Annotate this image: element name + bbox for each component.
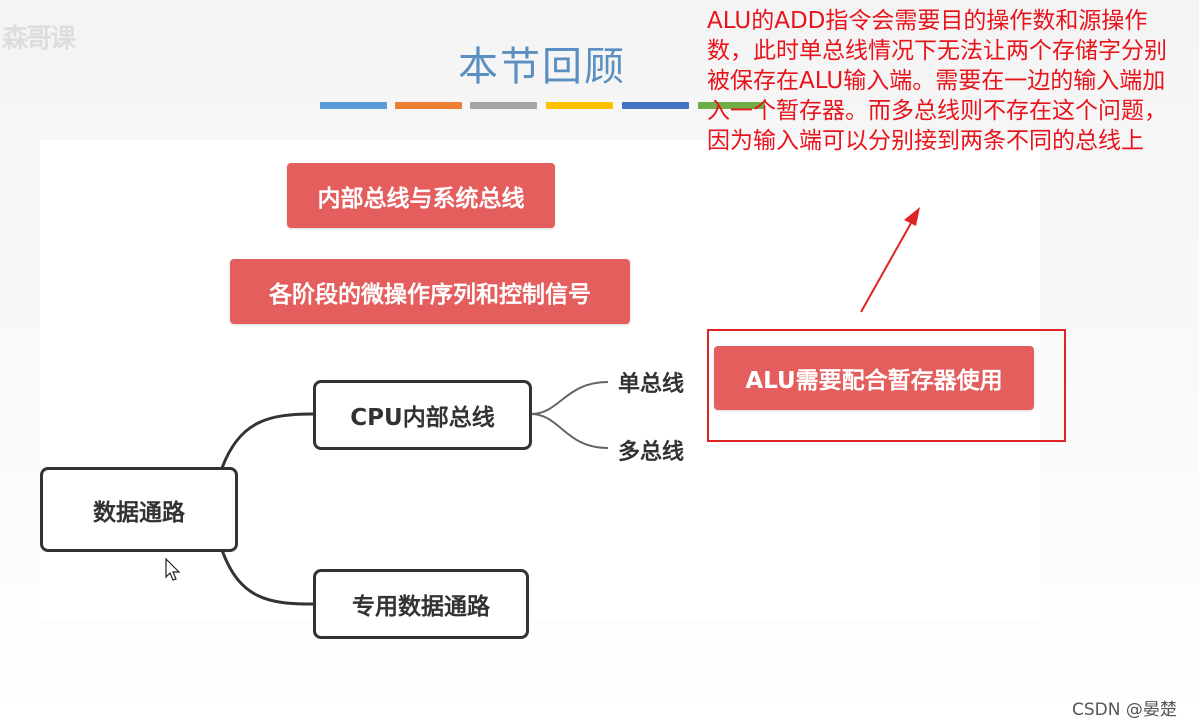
mouse-cursor-icon xyxy=(165,558,181,581)
title-bar-6 xyxy=(698,102,765,109)
annotation-text: ALU的ADD指令会需要目的操作数和源操作数，此时单总线情况下无法让两个存储字分… xyxy=(707,8,1167,154)
highlight-box xyxy=(707,329,1066,442)
brand-logo: 森哥课 xyxy=(2,24,76,54)
title-bar-2 xyxy=(395,102,462,109)
connector-root-cpu xyxy=(220,412,314,469)
alu-register-note: ALU需要配合暂存器使用 xyxy=(714,346,1034,410)
title-bar-4 xyxy=(546,102,613,109)
title-bar-1 xyxy=(320,102,387,109)
connector-cpu-single xyxy=(530,381,609,415)
title-bar-5 xyxy=(622,102,689,109)
node-datapath: 数据通路 xyxy=(40,467,238,552)
connector-cpu-multi xyxy=(530,413,609,449)
title-underline-bars xyxy=(320,102,770,109)
annotation-arrow-line xyxy=(860,215,916,313)
annotation-arrow-head xyxy=(904,207,920,226)
node-cpu-internal-bus: CPU内部总线 xyxy=(313,380,532,450)
leaf-multi-bus: 多总线 xyxy=(618,440,685,465)
watermark: CSDN @晏楚 xyxy=(1072,700,1177,720)
node-dedicated-datapath: 专用数据通路 xyxy=(313,569,529,639)
topic-micro-ops: 各阶段的微操作序列和控制信号 xyxy=(230,259,630,324)
connector-root-dedicated xyxy=(220,549,314,606)
title-bar-3 xyxy=(470,102,537,109)
page-title: 本节回顾 xyxy=(458,44,626,90)
topic-bus-types: 内部总线与系统总线 xyxy=(287,163,555,228)
leaf-single-bus: 单总线 xyxy=(618,372,685,397)
